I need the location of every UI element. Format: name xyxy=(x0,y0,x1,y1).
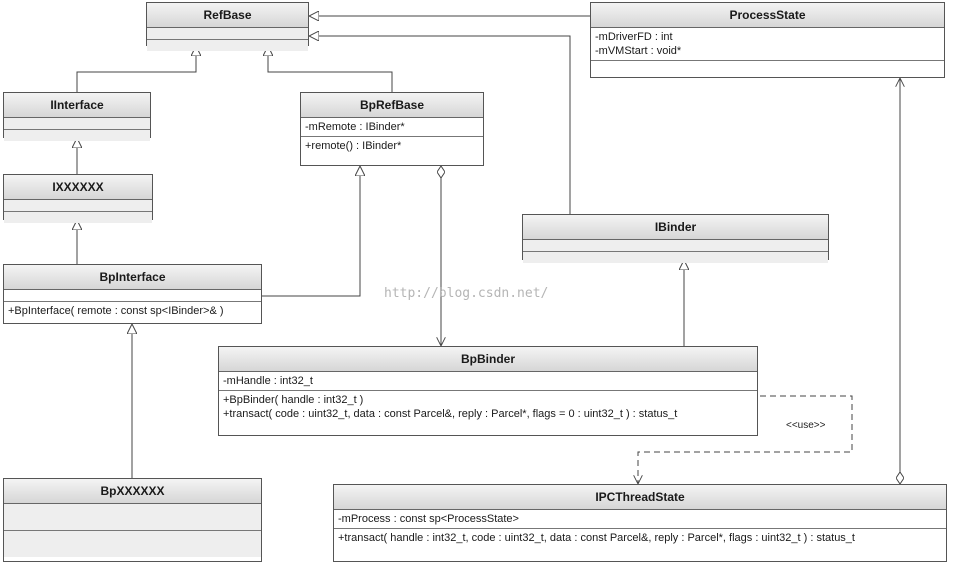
class-bpxxxxxx-attributes xyxy=(4,504,261,531)
class-bpinterface-name: BpInterface xyxy=(4,265,261,290)
class-processstate-name: ProcessState xyxy=(591,3,944,28)
class-refbase-name: RefBase xyxy=(147,3,308,28)
class-ibinder-operations xyxy=(523,252,828,263)
class-refbase-attributes xyxy=(147,28,308,40)
class-bprefbase-attributes: -mRemote : IBinder* xyxy=(301,118,483,137)
class-iinterface-operations xyxy=(4,130,150,141)
class-bpbinder[interactable]: BpBinder -mHandle : int32_t +BpBinder( h… xyxy=(218,346,758,436)
class-processstate-attributes: -mDriverFD : int -mVMStart : void* xyxy=(591,28,944,61)
inherit-bpinterface-bprefbase xyxy=(262,166,360,297)
use-stereotype-label: <<use>> xyxy=(786,420,826,431)
class-iinterface-name: IInterface xyxy=(4,93,150,118)
class-ipcthreadstate-operations: +transact( handle : int32_t, code : uint… xyxy=(334,529,946,547)
class-refbase[interactable]: RefBase xyxy=(146,2,309,51)
class-bpbinder-name: BpBinder xyxy=(219,347,757,372)
class-bpxxxxxx-name: BpXXXXXX xyxy=(4,479,261,504)
inherit-iinterface-refbase xyxy=(76,46,196,92)
class-bprefbase[interactable]: BpRefBase -mRemote : IBinder* +remote() … xyxy=(300,92,484,166)
operation-bpbinder-transact: +transact( code : uint32_t, data : const… xyxy=(223,408,678,420)
operation-bpbinder-ctor: +BpBinder( handle : int32_t ) xyxy=(223,394,364,406)
class-iinterface-attributes xyxy=(4,118,150,130)
inherit-ibinder-refbase xyxy=(309,36,571,214)
class-processstate[interactable]: ProcessState -mDriverFD : int -mVMStart … xyxy=(590,2,945,78)
class-bprefbase-name: BpRefBase xyxy=(301,93,483,118)
class-bpinterface[interactable]: BpInterface +BpInterface( remote : const… xyxy=(3,264,262,324)
dependency-bpbinder-ipcthreadstate xyxy=(638,395,853,484)
class-ibinder-name: IBinder xyxy=(523,215,828,240)
class-ixxxxxx-attributes xyxy=(4,200,152,212)
attribute-mprocess: -mProcess : const sp<ProcessState> xyxy=(338,513,519,525)
class-processstate-operations xyxy=(591,61,944,72)
class-ipcthreadstate-name: IPCThreadState xyxy=(334,485,946,510)
class-ibinder-attributes xyxy=(523,240,828,252)
operation-bpinterface-ctor: +BpInterface( remote : const sp<IBinder>… xyxy=(8,305,224,317)
class-ixxxxxx-name: IXXXXXX xyxy=(4,175,152,200)
class-ipcthreadstate[interactable]: IPCThreadState -mProcess : const sp<Proc… xyxy=(333,484,947,562)
operation-ipcthreadstate-transact: +transact( handle : int32_t, code : uint… xyxy=(338,532,855,544)
class-bprefbase-operations: +remote() : IBinder* xyxy=(301,137,483,155)
watermark-text: http://blog.csdn.net/ xyxy=(384,286,549,301)
attribute-mvmstart: -mVMStart : void* xyxy=(595,45,682,57)
class-bpxxxxxx-operations xyxy=(4,531,261,557)
class-bpbinder-operations: +BpBinder( handle : int32_t ) +transact(… xyxy=(219,391,757,423)
class-ibinder[interactable]: IBinder xyxy=(522,214,829,263)
attribute-mdriverfd: -mDriverFD : int xyxy=(595,31,673,43)
class-ixxxxxx-operations xyxy=(4,212,152,223)
class-bpxxxxxx[interactable]: BpXXXXXX xyxy=(3,478,262,562)
class-ipcthreadstate-attributes: -mProcess : const sp<ProcessState> xyxy=(334,510,946,529)
class-ixxxxxx[interactable]: IXXXXXX xyxy=(3,174,153,223)
attribute-mhandle: -mHandle : int32_t xyxy=(223,375,313,387)
inherit-bprefbase-refbase xyxy=(268,46,393,92)
class-iinterface[interactable]: IInterface xyxy=(3,92,151,141)
attribute-mremote: -mRemote : IBinder* xyxy=(305,121,405,133)
class-bpinterface-operations: +BpInterface( remote : const sp<IBinder>… xyxy=(4,302,261,320)
class-bpinterface-attributes xyxy=(4,290,261,302)
class-bpbinder-attributes: -mHandle : int32_t xyxy=(219,372,757,391)
operation-remote: +remote() : IBinder* xyxy=(305,140,402,152)
class-refbase-operations xyxy=(147,40,308,51)
